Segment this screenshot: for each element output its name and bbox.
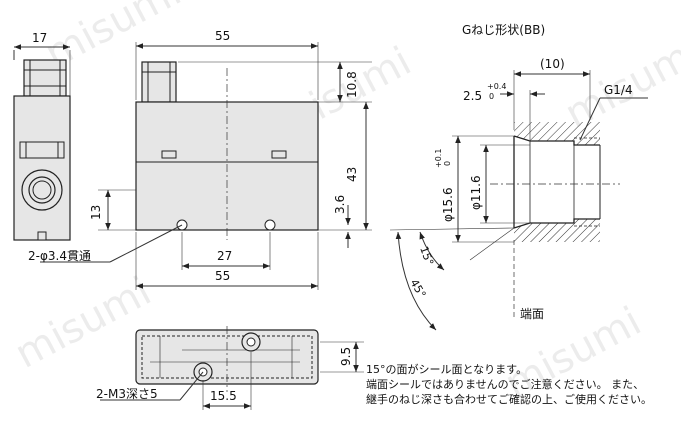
tol-2-5-upper: +0.4 — [487, 82, 506, 91]
note-line-3: 継手のねじ深さも合わせてご確認の上、ご使用ください。 — [366, 393, 652, 406]
tap-label: 2-M3深さ5 — [96, 387, 158, 401]
front-view: 17 — [13, 31, 71, 241]
dim-9-5: 9.5 — [339, 347, 353, 366]
dim-2-5: 2.5 — [463, 89, 482, 103]
dim-10-8: 10.8 — [345, 71, 359, 98]
angle-15: 15° — [417, 245, 436, 268]
side-width-dim: 55 — [215, 29, 230, 43]
dim-15-5: 15.5 — [210, 389, 237, 403]
dia-15-6: φ15.6 — [441, 187, 455, 222]
tol-15-6-upper: +0.1 — [434, 149, 443, 168]
thread-detail: Gねじ形状(BB) (10) — [389, 23, 648, 331]
end-face-label: 端面 — [520, 307, 544, 321]
note-line-2: 端面シールではありませんのでご注意ください。 また、 — [366, 378, 645, 391]
dim-10: (10) — [540, 57, 565, 71]
front-width-dim: 17 — [32, 31, 47, 45]
dim-13: 13 — [89, 205, 103, 220]
tol-2-5-lower: 0 — [489, 92, 494, 101]
dim-3-6: 3.6 — [333, 195, 347, 214]
side-view: 55 10.8 43 3.6 13 27 — [28, 29, 372, 290]
tol-15-6-lower: 0 — [443, 161, 452, 166]
detail-title: Gねじ形状(BB) — [462, 23, 545, 37]
dim-27: 27 — [217, 249, 232, 263]
thread-label: G1/4 — [604, 83, 633, 97]
dim-55-bottom: 55 — [215, 269, 230, 283]
dia-11-6: φ11.6 — [469, 175, 483, 210]
bottom-view: 9.5 15.5 2-M3深さ5 — [96, 326, 364, 410]
dim-43: 43 — [345, 167, 359, 182]
angle-45: 45° — [407, 277, 428, 300]
hole-label: 2-φ3.4貫通 — [28, 249, 91, 263]
note-line-1: 15°の面がシール面となります。 — [366, 363, 528, 376]
